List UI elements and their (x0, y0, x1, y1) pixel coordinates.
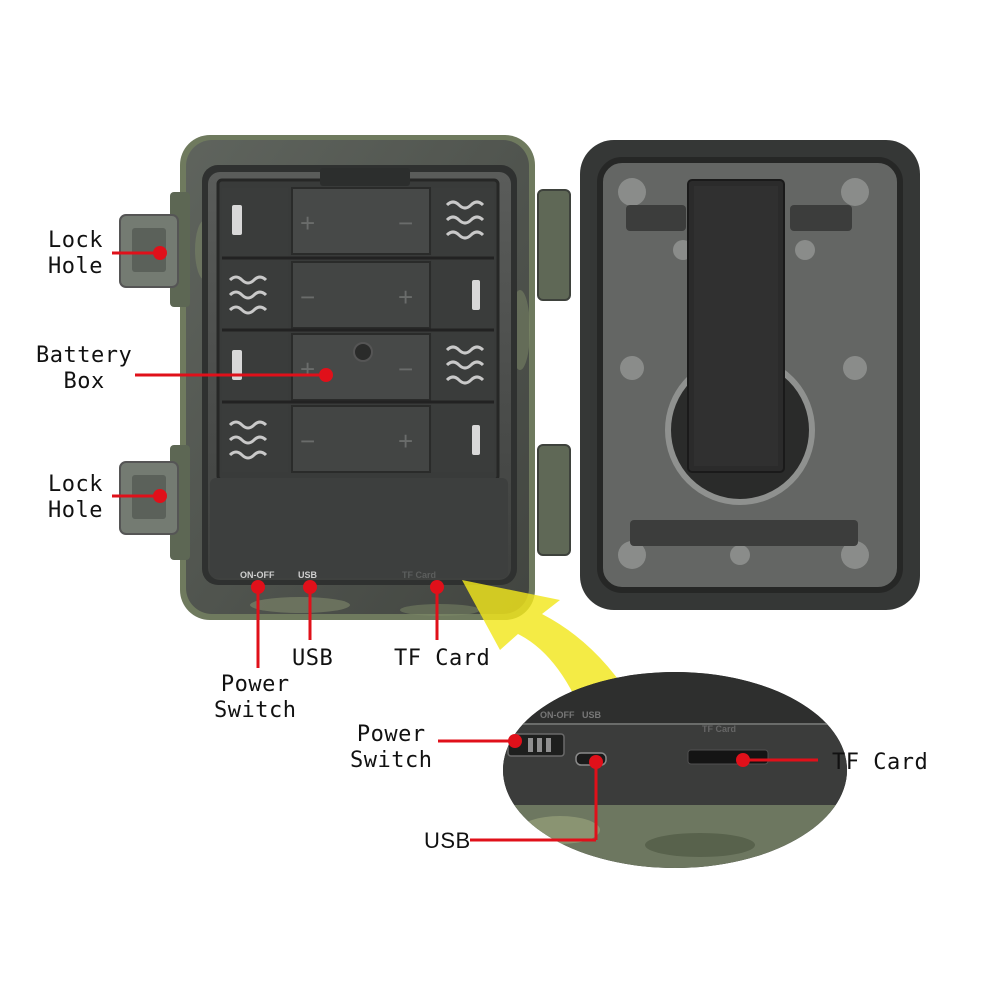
callout-dot-tf-zoom (736, 753, 750, 767)
polarity-mark: − (300, 282, 315, 312)
label-usb-main: USB (292, 646, 334, 671)
label-power-switch-zoom: Power Switch (350, 722, 432, 774)
polarity-mark: − (300, 426, 315, 456)
callout-dot-power (251, 580, 265, 594)
zoom-printed-on-off: ON-OFF (540, 710, 575, 720)
printed-usb: USB (298, 570, 318, 580)
label-tf-card-zoom: TF Card (832, 750, 929, 775)
battery-contacts (232, 205, 480, 455)
polarity-mark: + (300, 354, 315, 384)
label-lock-hole-bottom: Lock Hole (48, 472, 103, 524)
zoom-printed-tf-card: TF Card (702, 724, 736, 734)
label-power-switch-main: Power Switch (214, 672, 296, 724)
callout-lines (112, 251, 818, 842)
label-line: Hole (48, 254, 103, 279)
callout-dot-usb-zoom (589, 755, 603, 769)
label-tf-card-main: TF Card (394, 646, 491, 671)
zoom-printed-usb: USB (582, 710, 602, 720)
label-usb-zoom: USB (424, 828, 471, 853)
label-line: Lock (48, 228, 103, 253)
polarity-mark: + (300, 208, 315, 238)
callout-dot-tf (430, 580, 444, 594)
lock-latch-bottom (119, 445, 190, 560)
camera-door (580, 140, 920, 610)
printed-on-off: ON-OFF (240, 570, 275, 580)
callout-dot-usb (303, 580, 317, 594)
door-bosses (618, 178, 869, 569)
zoom-inset: ON-OFF USB TF Card (503, 672, 847, 868)
tf-slot-zoom (687, 749, 769, 765)
hinges (537, 189, 571, 556)
polarity-mark: + (398, 282, 413, 312)
battery-springs (228, 200, 485, 460)
polarity-mark: − (398, 208, 413, 238)
callout-dot-lock-top (153, 246, 167, 260)
label-line: Power (356, 722, 426, 747)
label-line: Lock (48, 472, 103, 497)
label-battery-box: Battery Box (36, 343, 132, 395)
polarity-marks: + − − + + − − + (300, 208, 413, 456)
label-line: Box (63, 369, 105, 394)
label-line: Switch (214, 698, 297, 723)
callout-dot-lock-bottom (153, 489, 167, 503)
label-line: Hole (48, 498, 103, 523)
callout-dots (153, 246, 750, 769)
label-line: Switch (350, 748, 433, 773)
polarity-mark: − (398, 354, 413, 384)
polarity-mark: + (398, 426, 413, 456)
callout-dot-battery (319, 368, 333, 382)
lower-plate (210, 478, 508, 578)
printed-tf-card: TF Card (402, 570, 436, 580)
label-lock-hole-top: Lock Hole (48, 228, 103, 280)
camera-main-body: + − − + + − − + ON-OFF USB TF Card (119, 135, 571, 620)
label-line: Battery (36, 343, 133, 368)
label-line: Power (220, 672, 290, 697)
lock-latch-top (119, 192, 190, 307)
callout-dot-power-zoom (508, 734, 522, 748)
screw-hole (353, 342, 373, 362)
